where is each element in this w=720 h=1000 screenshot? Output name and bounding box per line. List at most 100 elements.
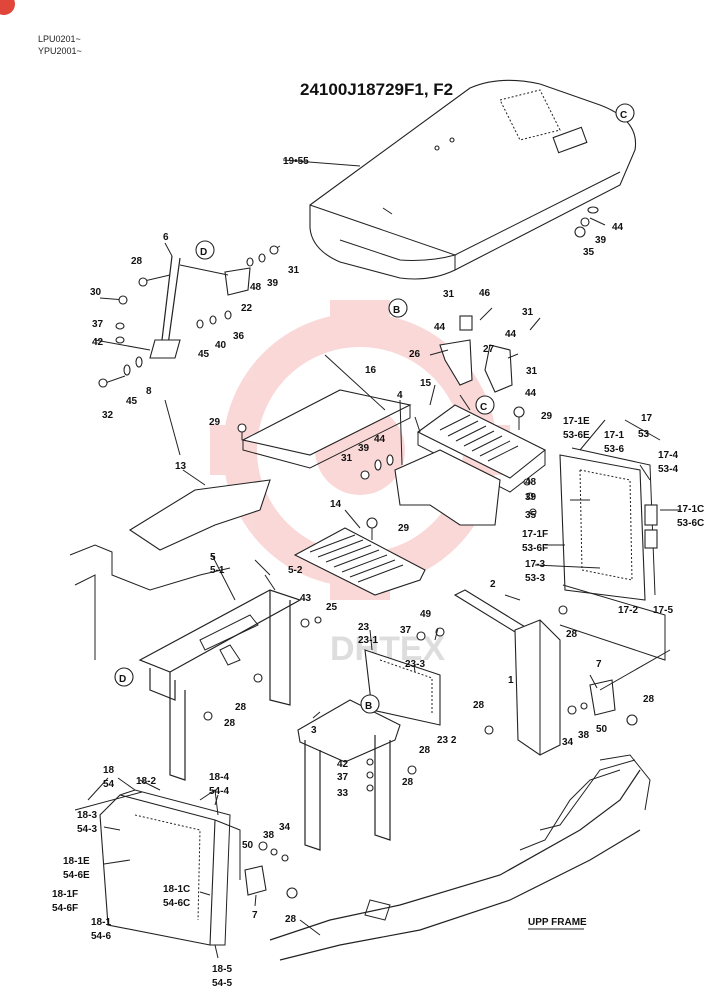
serial-range-2: YPU2001~ bbox=[38, 46, 82, 56]
label-42b: 42 bbox=[337, 759, 349, 770]
label-44e: 44 bbox=[374, 434, 386, 445]
label-46: 46 bbox=[479, 288, 491, 299]
corner-marker bbox=[0, 0, 15, 15]
label-54-5: 54-5 bbox=[212, 978, 232, 989]
label-16: 16 bbox=[365, 365, 377, 376]
label-27: 27 bbox=[483, 344, 495, 355]
bracket-frame-3 bbox=[297, 699, 401, 851]
label-31e: 31 bbox=[341, 453, 353, 464]
label-39: 39 bbox=[595, 235, 607, 246]
grille-plate-14 bbox=[293, 527, 426, 596]
label-33: 33 bbox=[337, 788, 349, 799]
label-5: 5 bbox=[210, 552, 216, 563]
label-17-1: 17-1 bbox=[604, 430, 624, 441]
callout-d-top: D bbox=[195, 240, 215, 260]
label-40: 40 bbox=[215, 340, 227, 351]
label-2: 2 bbox=[490, 579, 496, 590]
label-22: 22 bbox=[241, 303, 253, 314]
label-28f: 28 bbox=[473, 700, 485, 711]
post-frame-1 bbox=[514, 619, 561, 756]
guide-line-17 bbox=[559, 584, 666, 661]
hood-hinges bbox=[439, 307, 541, 393]
support-frame-5 bbox=[138, 589, 302, 781]
label-17: 17 bbox=[641, 413, 653, 424]
label-28g: 28 bbox=[419, 745, 431, 756]
label-49: 49 bbox=[420, 609, 432, 620]
label-37c: 37 bbox=[337, 772, 349, 783]
label-39c: 39 bbox=[358, 443, 370, 454]
label-31c: 31 bbox=[522, 307, 534, 318]
label-32: 32 bbox=[102, 410, 114, 421]
label-23-3: 23-3 bbox=[405, 659, 425, 670]
label-28: 28 bbox=[131, 256, 143, 267]
label-48b: 48 bbox=[525, 477, 537, 488]
fasteners bbox=[203, 406, 638, 899]
svg-text:C: C bbox=[620, 110, 627, 121]
label-5-1: 5-1 bbox=[210, 565, 225, 576]
serial-range-1: LPU0201~ bbox=[38, 34, 81, 44]
label-31: 31 bbox=[288, 265, 300, 276]
label-44d: 44 bbox=[525, 388, 537, 399]
label-1: 1 bbox=[508, 675, 514, 686]
label-28i: 28 bbox=[285, 914, 297, 925]
label-8: 8 bbox=[146, 386, 152, 397]
label-17-3: 17-3 bbox=[525, 559, 545, 570]
label-28h: 28 bbox=[402, 777, 414, 788]
label-15: 15 bbox=[420, 378, 432, 389]
label-48: 48 bbox=[250, 282, 262, 293]
hood-stay-linkage bbox=[94, 245, 281, 388]
label-50b: 50 bbox=[242, 840, 254, 851]
label-54: 54 bbox=[103, 779, 115, 790]
label-54-6f: 54-6F bbox=[52, 903, 78, 914]
label-18-1c: 18-1C bbox=[163, 884, 190, 895]
label-53-6e: 53-6E bbox=[563, 430, 590, 441]
frame-outline-left-2 bbox=[74, 574, 96, 660]
label-28b: 28 bbox=[566, 629, 578, 640]
label-17-1c: 17-1C bbox=[677, 504, 704, 515]
svg-text:D: D bbox=[200, 247, 207, 258]
label-53-6f: 53-6F bbox=[522, 543, 548, 554]
callout-b-mid: B bbox=[360, 694, 380, 714]
side-plate-13 bbox=[128, 479, 271, 551]
label-43: 43 bbox=[300, 593, 312, 604]
label-38b: 38 bbox=[263, 830, 275, 841]
upper-frame bbox=[269, 754, 651, 961]
label-18-1e: 18-1E bbox=[63, 856, 90, 867]
label-28d: 28 bbox=[235, 702, 247, 713]
label-25: 25 bbox=[326, 602, 338, 613]
label-37b: 37 bbox=[400, 625, 412, 636]
label-3: 3 bbox=[311, 725, 317, 736]
label-53-6c: 53-6C bbox=[677, 518, 704, 529]
label-18: 18 bbox=[103, 765, 115, 776]
label-36: 36 bbox=[233, 331, 245, 342]
label-17-5: 17-5 bbox=[653, 605, 673, 616]
label-18-2: 18-2 bbox=[136, 776, 156, 787]
frame-label: UPP FRAME bbox=[528, 917, 587, 928]
label-13: 13 bbox=[175, 461, 187, 472]
label-23: 23 bbox=[358, 622, 370, 633]
bracket-23 bbox=[364, 649, 441, 726]
label-7: 7 bbox=[596, 659, 602, 670]
label-35b: 35 bbox=[525, 510, 537, 521]
partition-plate-4 bbox=[394, 449, 501, 526]
label-53-6: 53-6 bbox=[604, 444, 624, 455]
label-18-3: 18-3 bbox=[77, 810, 97, 821]
leader-lines bbox=[74, 217, 680, 959]
label-18-1: 18-1 bbox=[91, 917, 111, 928]
label-18-1f: 18-1F bbox=[52, 889, 78, 900]
label-18-4: 18-4 bbox=[209, 772, 229, 783]
callout-b-top: B bbox=[388, 298, 408, 318]
svg-text:C: C bbox=[480, 402, 487, 413]
label-53: 53 bbox=[638, 429, 650, 440]
label-54-6: 54-6 bbox=[91, 931, 111, 942]
label-35: 35 bbox=[583, 247, 595, 258]
side-door-17 bbox=[559, 447, 658, 601]
callout-c-mid: C bbox=[475, 395, 495, 415]
label-34b: 34 bbox=[279, 822, 291, 833]
label-53-3: 53-3 bbox=[525, 573, 545, 584]
label-44c: 44 bbox=[505, 329, 517, 340]
label-45: 45 bbox=[126, 396, 138, 407]
svg-text:D: D bbox=[119, 674, 126, 685]
label-14: 14 bbox=[330, 499, 342, 510]
guide-line-7 bbox=[599, 649, 671, 691]
